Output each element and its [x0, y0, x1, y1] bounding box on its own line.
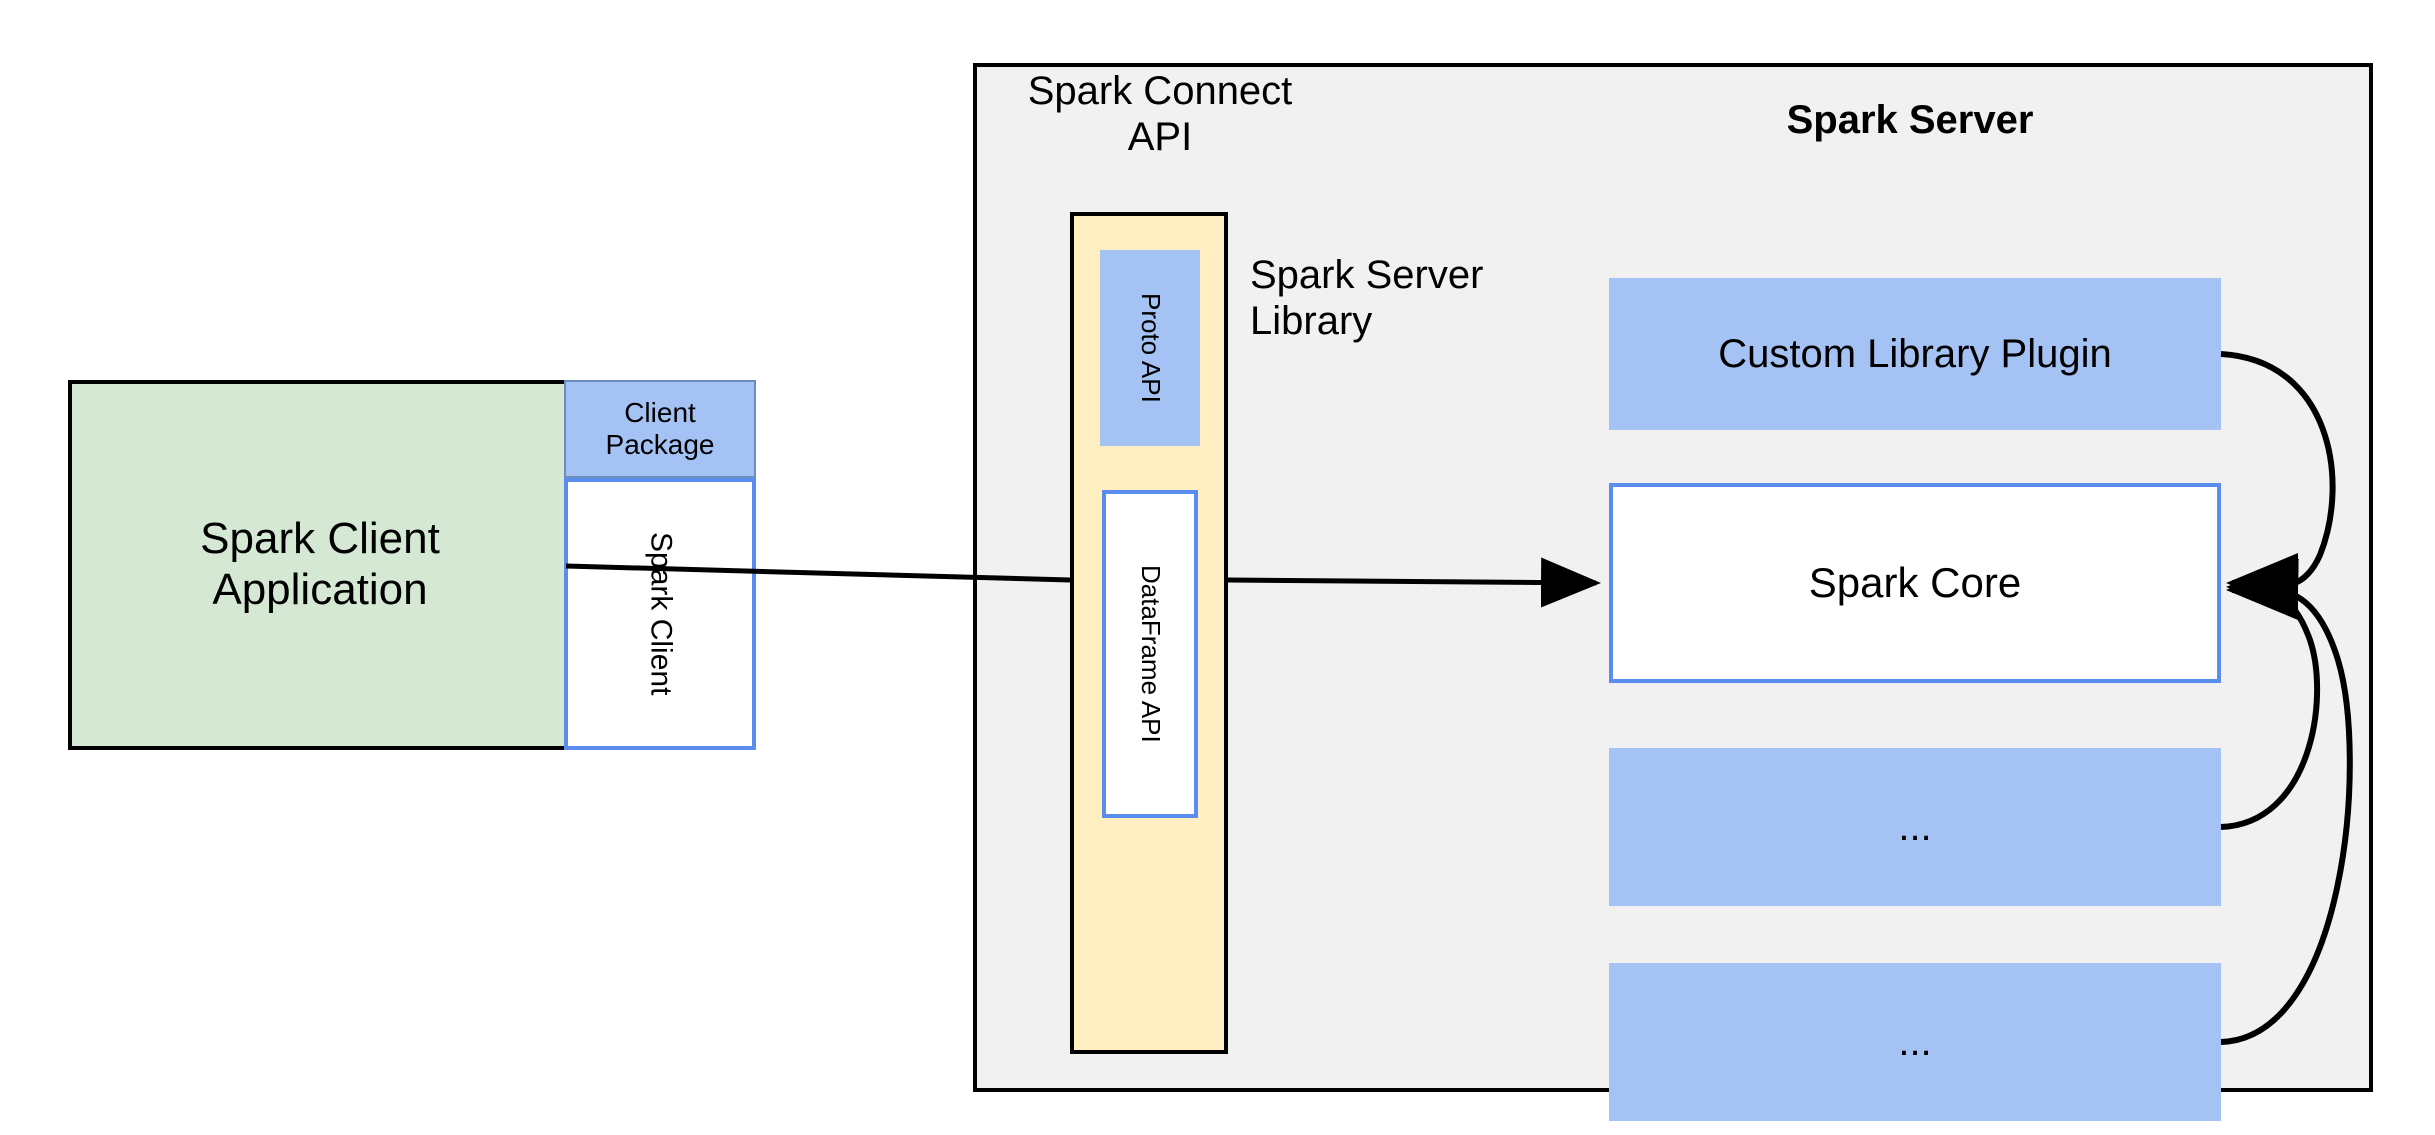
client-package-label: Client Package [605, 396, 715, 460]
spark-client-box[interactable]: Spark Client [564, 478, 756, 750]
spark-core-box[interactable]: Spark Core [1609, 483, 2221, 683]
dataframe-api-label: DataFrame API [1135, 565, 1166, 743]
spark-server-library-text: Spark Server Library [1250, 253, 1484, 343]
spark-client-application-box[interactable]: Spark Client Application [68, 380, 572, 750]
spark-connect-api-text: Spark Connect API [1027, 69, 1293, 159]
proto-api-label: Proto API [1135, 293, 1166, 403]
ellipsis-box-two[interactable]: ... [1609, 963, 2221, 1121]
spark-connect-api-label: Spark Connect API [1015, 68, 1305, 159]
spark-client-label: Spark Client [644, 532, 678, 696]
spark-client-application-label: Spark Client Application [200, 514, 440, 614]
custom-library-plugin-label: Custom Library Plugin [1718, 332, 2112, 376]
spark-server-title-text: Spark Server [1786, 98, 2034, 142]
custom-library-plugin-box[interactable]: Custom Library Plugin [1609, 278, 2221, 430]
spark-server-library-label: Spark Server Library [1250, 252, 1580, 352]
ellipsis-box-one[interactable]: ... [1609, 748, 2221, 906]
dataframe-api-box[interactable]: DataFrame API [1102, 490, 1198, 818]
spark-core-label: Spark Core [1808, 558, 2022, 606]
ellipsis-two-label: ... [1898, 1020, 1932, 1064]
client-package-box[interactable]: Client Package [564, 380, 756, 478]
proto-api-box[interactable]: Proto API [1100, 250, 1200, 446]
ellipsis-one-label: ... [1898, 805, 1932, 849]
spark-server-title: Spark Server [1590, 95, 2230, 145]
